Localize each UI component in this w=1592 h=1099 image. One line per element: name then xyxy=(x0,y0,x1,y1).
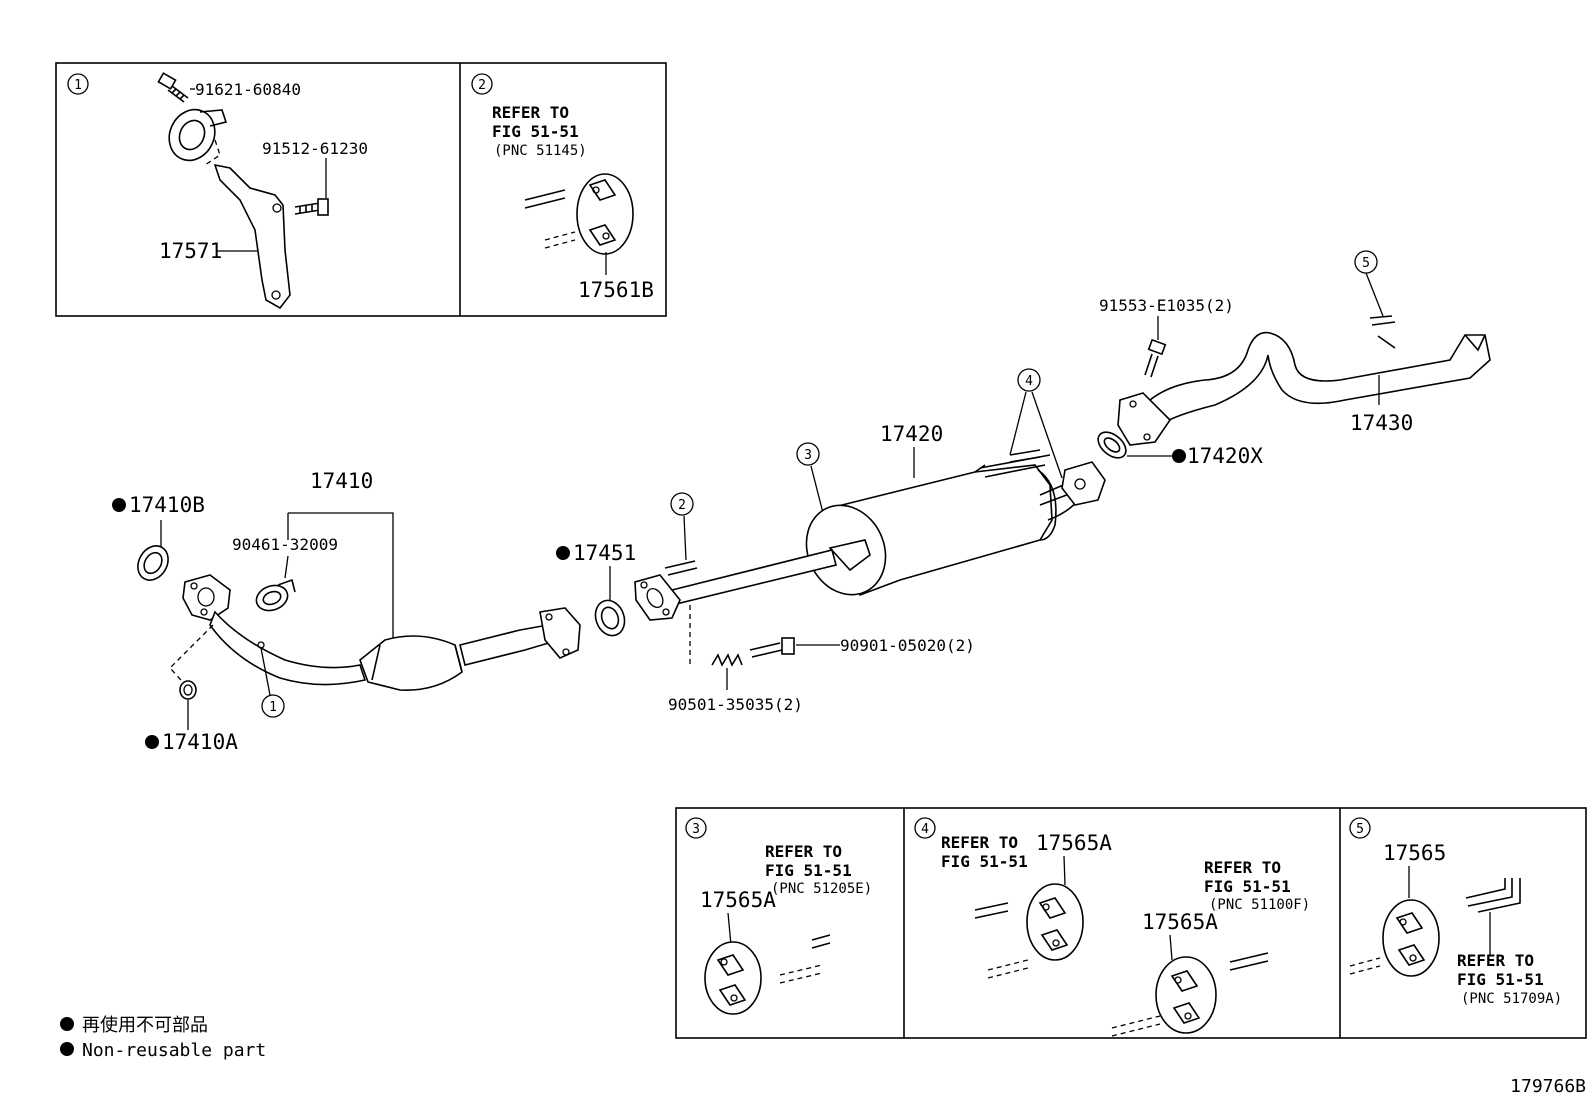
refer-to-label: REFER TO xyxy=(1457,951,1534,970)
inset-2: 2 REFER TO FIG 51-51 (PNC 51145) 17561B xyxy=(471,73,654,302)
gasket-icon xyxy=(137,545,169,581)
refer-to-label: REFER TO xyxy=(765,842,842,861)
inset-4: 4 REFER TO FIG 51-51 17565A REFER TO FIG… xyxy=(914,817,1310,1037)
callout-number: 4 xyxy=(921,822,929,837)
part-number-label: 17410B xyxy=(129,493,205,517)
inset-5: 5 17565 REFER TO FIG 51-51 (PNC 51709A) xyxy=(1349,817,1562,1007)
spring-icon xyxy=(711,653,743,667)
fig-reference-label: FIG 51-51 xyxy=(941,852,1028,871)
part-number-label: 17410A xyxy=(162,730,238,754)
inset-1: 1 91621-60840 17571 91512-61230 xyxy=(67,72,368,310)
callout-number: 2 xyxy=(478,78,486,93)
non-reusable-marker xyxy=(60,1042,74,1056)
fig-reference-label: FIG 51-51 xyxy=(765,861,852,880)
refer-to-label: REFER TO xyxy=(492,103,569,122)
tailpipe-group: 5 91553-E1035(2) 17430 17420X xyxy=(1097,250,1491,468)
legend: 再使用不可部品 Non-reusable part xyxy=(60,1015,266,1061)
part-number-label: 91553-E1035(2) xyxy=(1099,296,1234,315)
callout-circle-3 xyxy=(685,817,707,839)
non-reusable-marker xyxy=(556,546,570,560)
pnc-reference-label: (PNC 51205E) xyxy=(771,881,872,897)
front-pipe-group: 17410 90461-32009 17410B xyxy=(112,469,581,754)
rubber-hanger-icon xyxy=(704,941,762,1015)
non-reusable-marker xyxy=(1172,449,1186,463)
callout-number: 1 xyxy=(74,78,82,93)
part-number-label: 90501-35035(2) xyxy=(668,695,803,714)
non-reusable-marker xyxy=(112,498,126,512)
part-number-label: 17565A xyxy=(700,888,776,912)
part-number-label: 17571 xyxy=(159,239,222,263)
nut-icon xyxy=(179,680,197,700)
bracket-icon xyxy=(213,163,291,310)
refer-to-label: REFER TO xyxy=(1204,858,1281,877)
rubber-hanger-icon xyxy=(1026,883,1084,961)
gasket-icon xyxy=(594,599,626,637)
bolt-icon xyxy=(294,198,329,216)
callout-circle-2 xyxy=(670,492,694,516)
callout-circle-4 xyxy=(914,817,936,839)
clamp-icon xyxy=(168,108,228,162)
callout-number: 2 xyxy=(678,498,686,513)
part-number-label: 91512-61230 xyxy=(262,139,368,158)
intermediate-pipe-icon xyxy=(634,549,837,621)
part-number-label: 17565 xyxy=(1383,841,1446,865)
inset-3: 3 REFER TO FIG 51-51 (PNC 51205E) 17565A xyxy=(685,817,872,1015)
legend-en-label: Non-reusable part xyxy=(82,1040,266,1061)
gasket-icon xyxy=(1097,431,1127,459)
inset-box-3-4-5 xyxy=(675,807,1587,1039)
diagram-id-label: 179766B xyxy=(1510,1076,1586,1097)
callout-number: 1 xyxy=(269,700,277,715)
pnc-reference-label: (PNC 51145) xyxy=(494,143,587,159)
callout-circle-5 xyxy=(1349,817,1371,839)
callout-circle-2 xyxy=(471,73,493,95)
part-number-label: 91621-60840 xyxy=(195,80,301,99)
callout-number: 5 xyxy=(1356,822,1364,837)
inset-box-1-2 xyxy=(55,62,667,317)
rubber-hanger-icon xyxy=(1382,899,1440,977)
rubber-hanger-icon xyxy=(576,173,634,255)
callout-number: 4 xyxy=(1025,374,1033,389)
refer-to-label: REFER TO xyxy=(941,833,1018,852)
callout-number: 3 xyxy=(692,822,700,837)
part-number-label: 90461-32009 xyxy=(232,535,338,554)
catalytic-converter-pipe-icon xyxy=(182,574,581,691)
part-number-label: 17420X xyxy=(1187,444,1263,468)
part-number-label: 17410 xyxy=(310,469,373,493)
pnc-reference-label: (PNC 51100F) xyxy=(1209,897,1310,913)
bolt-icon xyxy=(157,72,189,103)
legend-jp-label: 再使用不可部品 xyxy=(82,1015,208,1036)
callout-circle-4 xyxy=(1017,368,1041,392)
callout-number: 3 xyxy=(804,448,812,463)
callout-number: 5 xyxy=(1362,256,1370,271)
fig-reference-label: FIG 51-51 xyxy=(492,122,579,141)
bolt-icon xyxy=(749,637,795,658)
non-reusable-marker xyxy=(60,1017,74,1031)
part-number-label: 17430 xyxy=(1350,411,1413,435)
bolt-spring-group: 90901-05020(2) 90501-35035(2) xyxy=(668,605,975,714)
fig-reference-label: FIG 51-51 xyxy=(1204,877,1291,896)
clamp-icon xyxy=(255,578,296,612)
part-number-label: 17561B xyxy=(578,278,654,302)
callout-circle-1 xyxy=(67,73,89,95)
bolt-icon xyxy=(1144,338,1167,378)
part-number-label: 17565A xyxy=(1036,831,1112,855)
part-number-label: 17565A xyxy=(1142,910,1218,934)
callout-circle-1 xyxy=(261,694,285,718)
tailpipe-icon xyxy=(1117,331,1491,446)
fig-reference-label: FIG 51-51 xyxy=(1457,970,1544,989)
rubber-hanger-icon xyxy=(1155,956,1217,1034)
muffler-icon xyxy=(805,449,1106,597)
part-number-label: 90901-05020(2) xyxy=(840,636,975,655)
pnc-reference-label: (PNC 51709A) xyxy=(1461,991,1562,1007)
muffler-group: 17420 4 3 2 xyxy=(634,368,1106,621)
gasket-17451-group: 17451 xyxy=(556,541,636,637)
non-reusable-marker xyxy=(145,735,159,749)
callout-circle-3 xyxy=(796,442,820,466)
part-number-label: 17451 xyxy=(573,541,636,565)
part-number-label: 17420 xyxy=(880,422,943,446)
